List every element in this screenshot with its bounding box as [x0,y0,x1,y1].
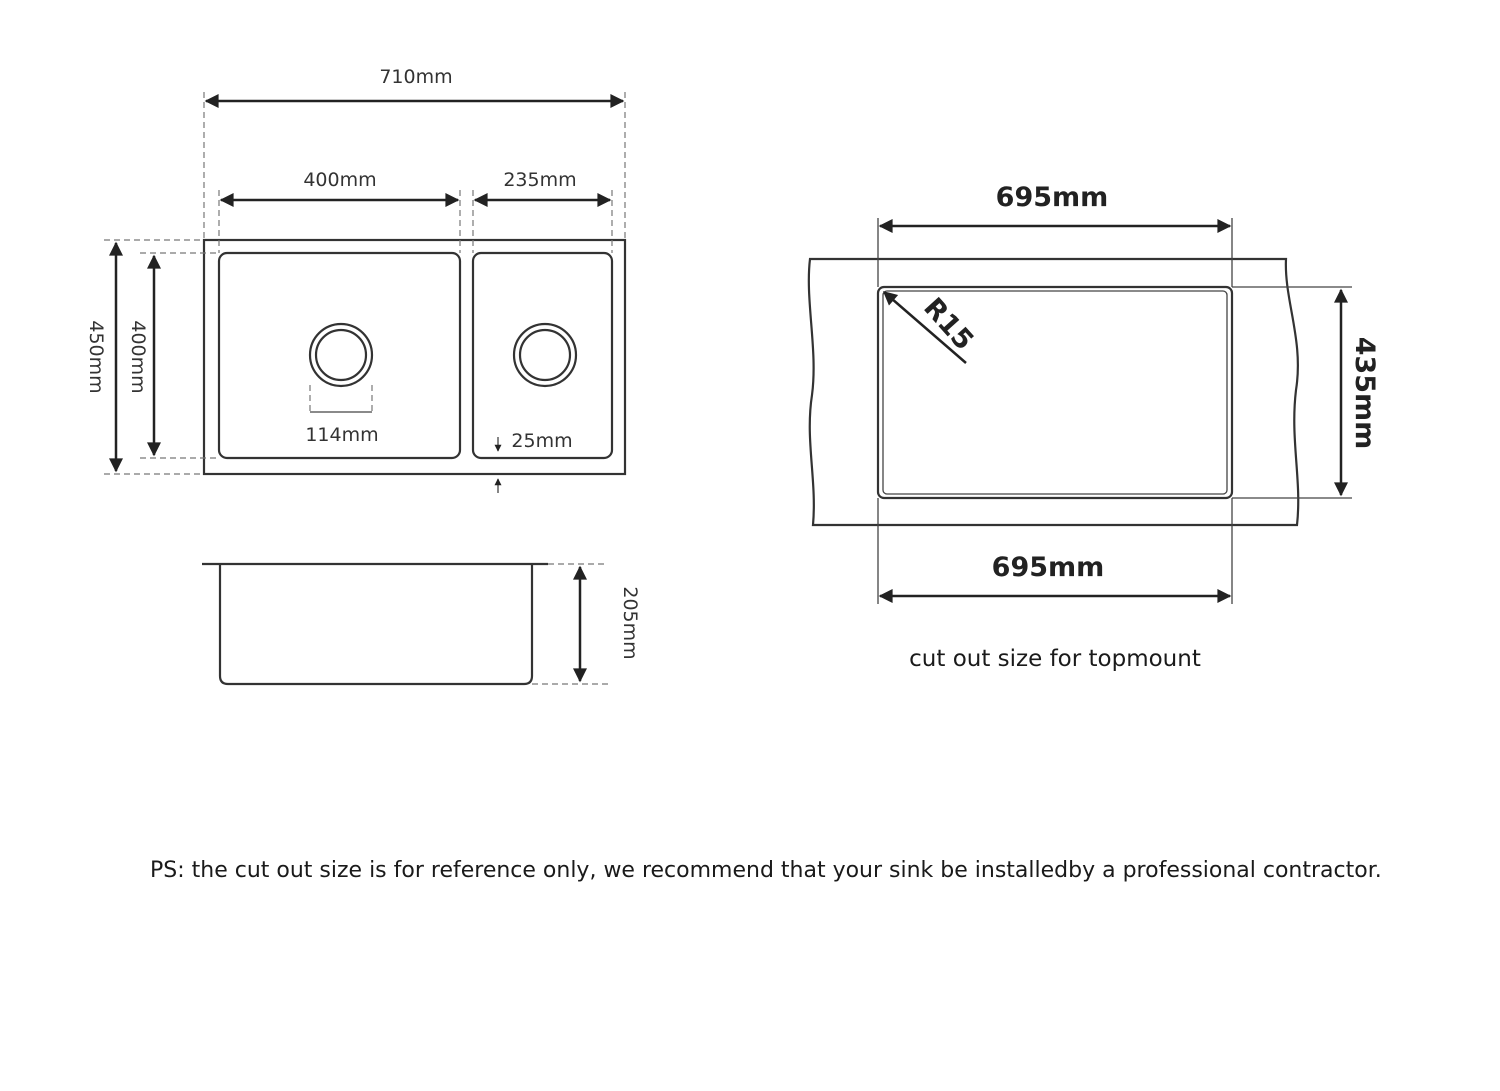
small-bowl [471,251,614,460]
cutout-top-width-label: 695mm [996,182,1109,213]
big-bowl-width-label: 400mm [303,169,376,191]
bowl-depth-label: 400mm [127,320,149,393]
cutout-drawing: R15 695mm 695mm 435mm cut out size for t… [807,182,1380,672]
gap-label: 25mm [511,430,572,452]
big-bowl-waste [308,322,374,388]
overall-depth-label: 450mm [85,320,107,393]
bowl-profile [218,564,534,686]
sink-top-view: 710mm 400mm 235mm 450mm 400mm 114mm 25mm [85,66,627,493]
cutout-bottom-width-label: 695mm [992,552,1105,583]
cutout-inner-edge [882,290,1228,495]
installation-note: PS: the cut out size is for reference on… [150,858,1382,883]
countertop-outline [807,257,1300,527]
corner-radius-leader [882,291,967,364]
cutout-opening [876,285,1234,500]
sink-side-view: 205mm [202,562,641,686]
big-bowl [217,251,462,460]
cutout-caption: cut out size for topmount [909,646,1201,672]
cutout-height-label: 435mm [1349,337,1380,450]
sink-outer-rim [202,238,627,476]
corner-radius-label: R15 [917,292,979,356]
bowl-height-label: 205mm [619,586,641,659]
small-bowl-width-label: 235mm [503,169,576,191]
small-bowl-waste [512,322,578,388]
waste-diameter-label: 114mm [305,424,378,446]
overall-width-label: 710mm [379,66,452,88]
